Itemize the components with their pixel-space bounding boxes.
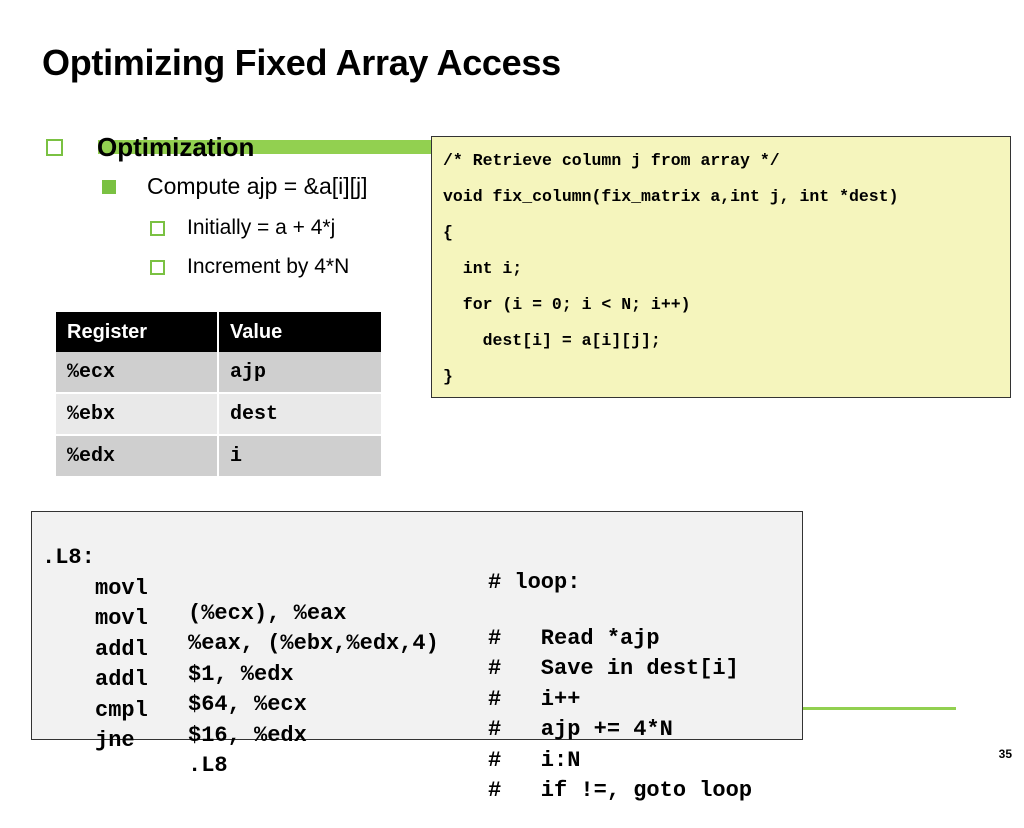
assembly-label: .L8: — [42, 545, 95, 570]
assembly-operands: $1, %edx — [188, 662, 294, 687]
code-line: void fix_column(fix_matrix a,int j, int … — [443, 187, 899, 206]
assembly-operands: .L8 — [188, 753, 228, 778]
bullet-optimization: Optimization — [46, 132, 254, 163]
code-line: for (i = 0; i < N; i++) — [443, 295, 691, 314]
source-code-box: /* Retrieve column j from array */ void … — [431, 136, 1011, 398]
assembly-line: movl (%ecx), %eax # Read *ajp — [42, 551, 802, 651]
bullet-level3-text: Increment by 4*N — [187, 255, 350, 278]
code-line: /* Retrieve column j from array */ — [443, 151, 780, 170]
table-header-value: Value — [218, 312, 383, 352]
code-line: int i; — [443, 259, 523, 278]
assembly-code-box: .L8: # loop: movl (%ecx), %eax # Read *a… — [31, 511, 803, 803]
assembly-comment: # Save in dest[i] — [488, 656, 739, 681]
code-line: dest[i] = a[i][j]; — [443, 331, 661, 350]
hollow-square-bullet-icon — [150, 259, 165, 275]
accent-line-top — [98, 140, 434, 154]
value-cell: ajp — [218, 352, 383, 394]
bullet-increment: Increment by 4*N — [150, 255, 349, 279]
assembly-opcode: jne — [95, 728, 135, 753]
table-row: %ecx ajp — [56, 352, 383, 394]
filled-square-bullet-icon — [102, 179, 116, 194]
table-row: %ebx dest — [56, 393, 383, 436]
assembly-opcode: cmpl — [95, 698, 148, 723]
bullet-compute-ajp: Compute ajp = &a[i][j] — [102, 173, 368, 200]
assembly-opcode: movl — [95, 606, 148, 631]
assembly-opcode: addl — [95, 667, 148, 692]
table-row: %edx i — [56, 435, 383, 478]
assembly-comment: # if !=, goto loop — [488, 778, 753, 803]
bullet-level2-text: Compute ajp = &a[i][j] — [147, 173, 368, 199]
assembly-operands: %eax, (%ebx,%edx,4) — [188, 631, 439, 656]
code-line: { — [443, 223, 453, 242]
assembly-comment: # Read *ajp — [488, 626, 660, 651]
bullet-initially: Initially = a + 4*j — [150, 216, 335, 240]
assembly-opcode: addl — [95, 637, 148, 662]
bullet-level1-text: Optimization — [97, 132, 255, 162]
assembly-comment: # ajp += 4*N — [488, 717, 673, 742]
value-cell: dest — [218, 393, 383, 436]
accent-line-bottom — [803, 707, 956, 710]
register-cell: %edx — [56, 435, 219, 478]
assembly-line: cmpl $16, %edx # i:N — [42, 673, 802, 773]
assembly-comment: # loop: — [488, 570, 581, 595]
register-cell: %ecx — [56, 352, 219, 394]
register-table: Register Value %ecx ajp %ebx dest %edx i — [56, 312, 383, 478]
page-number: 35 — [998, 747, 1012, 761]
hollow-square-bullet-icon — [46, 139, 63, 156]
assembly-line: jne .L8 # if !=, goto loop — [42, 703, 802, 803]
table-header-register: Register — [56, 312, 219, 352]
assembly-operands: (%ecx), %eax — [188, 601, 347, 626]
assembly-line: .L8: # loop: — [42, 520, 802, 595]
slide-title: Optimizing Fixed Array Access — [42, 42, 561, 83]
assembly-line: addl $1, %edx # i++ — [42, 612, 802, 712]
hollow-square-bullet-icon — [150, 220, 165, 236]
assembly-line: movl %eax, (%ebx,%edx,4) # Save in dest[… — [42, 581, 802, 681]
assembly-operands: $64, %ecx — [188, 692, 307, 717]
value-cell: i — [218, 435, 383, 478]
assembly-comment: # i:N — [488, 748, 581, 773]
register-cell: %ebx — [56, 393, 219, 436]
code-line: } — [443, 367, 453, 386]
bullet-level3-text: Initially = a + 4*j — [187, 216, 336, 239]
table-header-row: Register Value — [56, 312, 383, 352]
assembly-operands: $16, %edx — [188, 723, 307, 748]
assembly-opcode: movl — [95, 576, 148, 601]
assembly-line: addl $64, %ecx # ajp += 4*N — [42, 642, 802, 742]
assembly-comment: # i++ — [488, 687, 581, 712]
